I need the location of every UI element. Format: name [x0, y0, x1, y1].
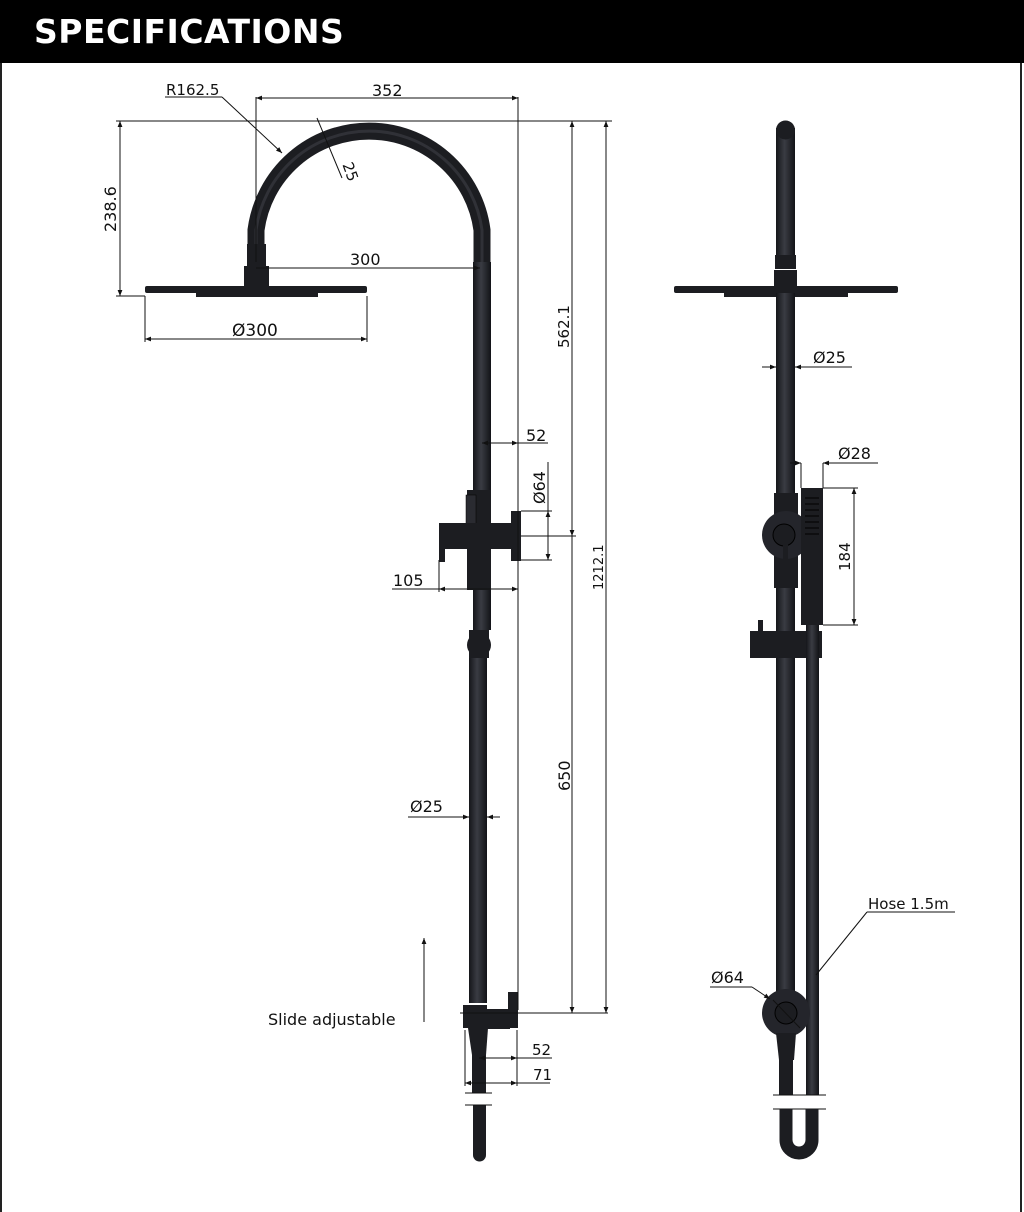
- slide-rail: [469, 658, 487, 1003]
- dim-bracket-projection: 52: [532, 1041, 551, 1059]
- page-title: SPECIFICATIONS: [34, 12, 345, 51]
- dim-rail-dia: Ø25: [410, 797, 443, 816]
- drawing-frame: [0, 63, 1022, 1212]
- dim-diverter-dia: Ø64: [530, 471, 549, 504]
- front-view: R162.5 352 25 238.6 300 Ø300 562.1 1212.…: [101, 81, 612, 1162]
- riser-pipe: [473, 262, 491, 490]
- handshower: [801, 488, 823, 625]
- dim-bracket-depth: 71: [533, 1066, 552, 1084]
- shower-head: [145, 286, 367, 293]
- dim-riser-dia: Ø25: [813, 348, 846, 367]
- dim-arm-span: 352: [372, 81, 403, 100]
- dim-arm-radius: R162.5: [166, 81, 219, 99]
- dim-total-height: 1212.1: [592, 545, 607, 591]
- header-bar: SPECIFICATIONS: [0, 0, 1024, 63]
- side-shower-head: [674, 286, 898, 293]
- dim-handshower-dia: Ø28: [838, 444, 871, 463]
- side-view: Ø25 Ø28 184 Ø64 Hose 1.5m: [674, 120, 955, 1160]
- dim-handshower-length: 184: [836, 542, 854, 571]
- hose: [806, 625, 819, 1095]
- dim-diverter-projection: 52: [526, 426, 546, 445]
- dim-total-to-diverter: 562.1: [555, 305, 573, 348]
- dim-bracket-dia: Ø64: [711, 968, 744, 987]
- slide-adjustable-note: Slide adjustable: [268, 1010, 396, 1029]
- dim-rail-length: 650: [555, 760, 574, 791]
- dim-head-offset: 300: [350, 250, 381, 269]
- dim-head-dia: Ø300: [232, 321, 278, 341]
- hose-label: Hose 1.5m: [868, 895, 949, 913]
- dim-arm-height: 238.6: [101, 186, 120, 232]
- dim-diverter-lever: 105: [393, 571, 424, 590]
- dim-arm-pipe-dia: 25: [339, 160, 362, 184]
- shower-arm: [247, 122, 491, 262]
